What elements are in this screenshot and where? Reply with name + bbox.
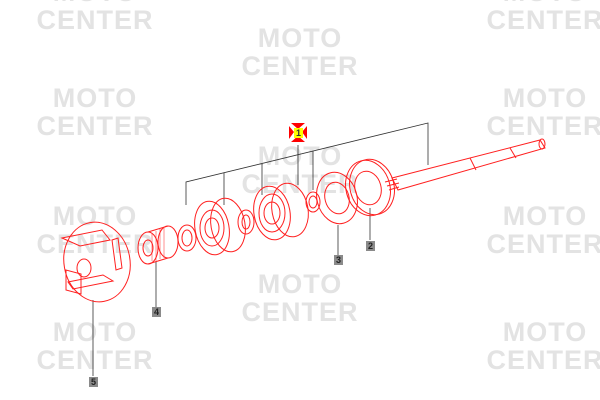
watermark-line: MOTO [502,83,588,113]
watermark-line: CENTER [486,5,600,35]
watermark-line: MOTO [52,83,138,113]
callout-5[interactable]: 5 [89,377,98,387]
watermark-line: MOTO [503,0,588,6]
watermark-line: MOTO [257,23,343,53]
watermark-line: CENTER [486,111,600,141]
shaft-part [384,138,546,191]
watermark-line: CENTER [36,5,154,35]
spacer-part [237,209,255,235]
watermark-line: CENTER [486,345,600,375]
watermark-line: MOTO [53,0,138,6]
hub-part-5 [60,221,131,303]
bearing-part [253,182,309,241]
ring-part [305,191,321,213]
watermark-line: CENTER [36,345,154,375]
watermark-line: CENTER [241,169,359,199]
watermark-line: CENTER [486,229,600,259]
selector-arrows-icon [289,123,307,142]
bearing-part [194,197,246,256]
watermark-line: CENTER [36,229,154,259]
watermark-line: CENTER [241,51,359,81]
watermark-line: MOTO [502,317,588,347]
watermark-line: MOTO [52,317,138,347]
leader-lines [92,122,429,376]
callout-1[interactable]: 1 [294,128,303,138]
leader-line-1 [185,122,429,205]
callout-2[interactable]: 2 [366,241,375,251]
watermark-line: MOTO [502,201,588,231]
needle-bearing-part-4 [137,225,179,265]
washer-part-3 [316,171,358,225]
ring-part [177,224,197,252]
watermark-line: CENTER [241,297,359,327]
watermark-line: MOTO [257,269,343,299]
callout-4[interactable]: 4 [152,307,161,317]
watermark-line: CENTER [36,111,154,141]
watermark-line: MOTO [52,201,138,231]
callout-3[interactable]: 3 [334,255,343,265]
watermark-line: MOTO [257,141,343,171]
